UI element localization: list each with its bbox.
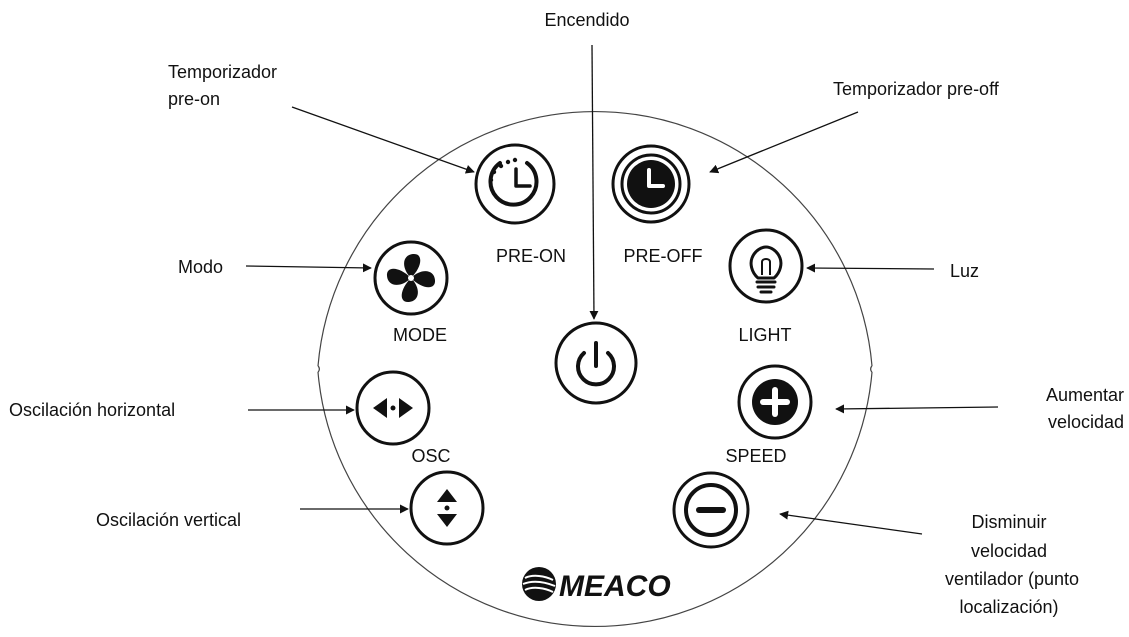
arrow-speed-up (835, 404, 999, 414)
arrow-power (589, 44, 599, 320)
arrow-pre-off (709, 111, 859, 174)
clock-filled-icon (627, 160, 675, 208)
remote-body (317, 110, 873, 628)
horizontal-arrows-icon (373, 398, 413, 418)
arrow-speed-down (779, 510, 923, 535)
callout-speed-down-line2: velocidad (971, 541, 1047, 561)
lightbulb-icon (749, 245, 783, 294)
vertical-arrows-icon (437, 489, 457, 527)
pre-off-button[interactable] (611, 144, 691, 224)
callout-speed-down-line3: ventilador (punto (945, 569, 1079, 589)
callout-arrows (245, 44, 999, 535)
meaco-logo: MEACO (522, 567, 671, 603)
meaco-swirl-icon (522, 567, 556, 601)
fan-icon (386, 253, 436, 303)
callout-pre-off: Temporizador pre-off (833, 79, 1000, 99)
minus-icon (684, 483, 738, 537)
arrow-light (806, 263, 935, 273)
callout-speed-down-line1: Disminuir (971, 512, 1046, 532)
power-icon (576, 341, 616, 387)
callout-labels: Encendido Temporizador pre-on Temporizad… (9, 10, 1124, 617)
light-button[interactable] (728, 228, 804, 304)
callout-pre-on-line2: pre-on (168, 89, 220, 109)
power-button[interactable] (554, 321, 638, 405)
pre-on-label: PRE-ON (496, 246, 566, 266)
speed-label: SPEED (725, 446, 786, 466)
callout-mode: Modo (178, 257, 223, 277)
callout-light: Luz (950, 261, 979, 281)
plus-icon (752, 379, 798, 425)
locator-notch-right (870, 365, 873, 373)
speed-up-button[interactable] (737, 364, 813, 440)
callout-speed-up-line1: Aumentar (1046, 385, 1124, 405)
osc-label: OSC (411, 446, 450, 466)
mode-button[interactable] (373, 240, 449, 316)
speed-down-button[interactable] (672, 471, 750, 549)
callout-speed-down-line4: localización) (959, 597, 1058, 617)
arrow-mode (245, 263, 372, 273)
locator-notch-left (317, 365, 320, 373)
pre-on-button[interactable] (474, 143, 556, 225)
osc-vertical-button[interactable] (409, 470, 485, 546)
callout-speed-up-line2: velocidad (1048, 412, 1124, 432)
arrow-pre-on (291, 106, 475, 174)
callout-pre-on-line1: Temporizador (168, 62, 277, 82)
light-label: LIGHT (738, 325, 791, 345)
callout-power: Encendido (544, 10, 629, 30)
mode-label: MODE (393, 325, 447, 345)
brand-name: MEACO (559, 570, 671, 603)
pre-off-label: PRE-OFF (624, 246, 703, 266)
osc-horizontal-button[interactable] (355, 370, 431, 446)
timer-pre-on-icon (488, 157, 539, 207)
callout-osc-horizontal: Oscilación horizontal (9, 400, 175, 420)
callout-osc-vertical: Oscilación vertical (96, 510, 241, 530)
